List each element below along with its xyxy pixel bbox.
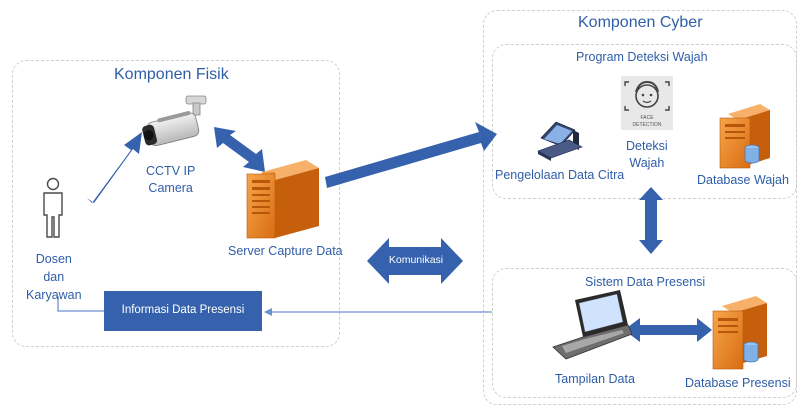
pc-label: Pengelolaan Data Citra [495,168,625,182]
server-label: Server Capture Data [228,244,343,258]
info-data-presence-label: Informasi Data Presensi [121,304,245,316]
physical-component-panel [12,60,340,347]
person-label: Dosen dan Karyawan [26,250,82,304]
physical-component-title: Komponen Fisik [114,66,229,83]
face-label-line1: Deteksi [626,139,668,153]
presence-system-title: Sistem Data Presensi [585,275,706,289]
person-label-line3: Karyawan [26,288,82,303]
face-detection-label: Deteksi Wajah [626,138,668,172]
communication-label: Komunikasi [388,254,444,266]
camera-label: CCTV IP Camera [146,163,195,197]
face-label-line2: Wajah [629,155,665,170]
camera-label-line2: Camera [148,180,193,195]
person-label-line2: dan [43,270,65,285]
laptop-label: Tampilan Data [555,372,635,386]
server-to-cyber-arrow [325,122,497,188]
face-database-label: Database Wajah [697,173,789,187]
face-detection-program-title: Program Deteksi Wajah [576,50,708,64]
person-label-line1: Dosen [35,252,72,266]
cyber-component-title: Komponen Cyber [578,14,703,31]
presence-database-label: Database Presensi [685,376,791,390]
camera-label-line1: CCTV IP [146,164,196,178]
